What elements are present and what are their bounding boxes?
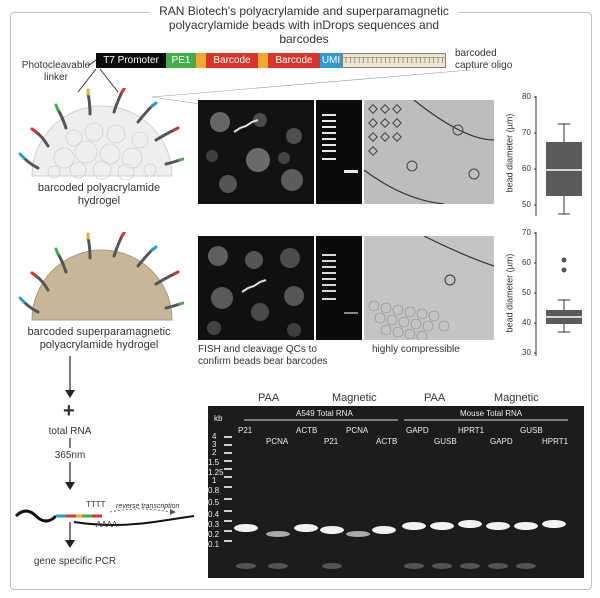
gel-header-magnetic-1: Magnetic [332,392,377,404]
pa-bead-caption: barcoded polyacrylamide hydrogel [37,182,161,207]
umi-segment: UMI [320,53,342,68]
cleavage-gel-top [316,100,362,204]
uv-365nm-label: 365nm [54,450,86,461]
polya-label: AAAA [96,520,118,529]
tick-label: 70 [522,128,531,137]
oligo-construct: T7 Promoter PE1 Barcode Barcode UMI TTTT… [96,53,446,68]
pcr-gel-image: A549 Total RNA Mouse Total RNA kb 4 3 2 … [208,406,584,578]
lane-label-pcna: PCNA [346,426,369,435]
ladder-label: 4 [212,432,217,441]
photocleavable-linker-label: Photocleavable linker [21,60,91,83]
ladder-label: 1 [212,476,217,485]
gel-header-paa-1: PAA [258,392,280,404]
ladder-label: 3 [212,440,217,449]
magnetic-bead-caption: barcoded superparamagnetic polyacrylamid… [27,326,171,351]
gel-kb-label: kb [214,414,223,423]
tick-label: 60 [522,258,531,267]
cleavage-gel-bottom [316,236,362,340]
rt-label: reverse transcription [116,503,180,510]
lane-label-actb: ACTB [376,437,398,446]
tick-label: 60 [522,164,531,173]
gel-group-left-label: A549 Total RNA [296,409,353,418]
boxplot-top-ylabel: bead diameter (µm) [504,113,515,193]
ladder-label: 0.1 [208,540,220,549]
boxplot-bottom-ylabel: bead diameter (µm) [504,253,515,333]
fish-image-top [198,100,314,204]
pe1-segment: PE1 [166,53,196,68]
lane-label-gusb: GUSB [520,426,543,435]
lane-label-pcna: PCNA [266,437,289,446]
polyt-label: TTTT [86,500,106,509]
fish-image-bottom [198,236,314,340]
lane-label-gusb: GUSB [434,437,457,446]
tick-label: 50 [522,200,531,209]
lane-label-p21: P21 [238,426,253,435]
lane-label-gapd: GAPD [406,426,429,435]
magnetic-bead-illustration [18,232,184,321]
tick-label: 30 [522,348,531,357]
barcode-segment-2: Barcode [268,53,320,68]
ladder-label: 1.5 [208,458,220,467]
ladder-label: 0.5 [208,498,220,507]
ladder-label: 0.8 [208,486,220,495]
barcode-segment-1: Barcode [206,53,258,68]
lane-label-actb: ACTB [296,426,318,435]
tick-label: 50 [522,288,531,297]
tick-label: 70 [522,228,531,237]
ladder-label: 1.25 [208,468,224,477]
fish-caption: FISH and cleavage QCs to confirm beads b… [198,344,328,367]
lane-label-hprt1: HPRT1 [458,426,485,435]
plus-sign: + [63,400,75,422]
gel-group-right-label: Mouse Total RNA [460,409,523,418]
gel-header-magnetic-2: Magnetic [494,392,539,404]
capture-oligo-label: barcoded capture oligo [455,48,513,71]
lane-label-hprt1: HPRT1 [542,437,569,446]
ladder-label: 0.3 [208,520,220,529]
ladder-label: 0.4 [208,510,220,519]
total-rna-label: total RNA [48,426,92,437]
tick-label: 40 [522,318,531,327]
spacer-segment [258,53,268,68]
t7-promoter-segment: T7 Promoter [96,53,166,68]
spacer-segment [196,53,206,68]
ladder-label: 2 [212,448,217,457]
gel-header-paa-2: PAA [424,392,446,404]
tick-label: 80 [522,92,531,101]
polyt-segment: TTTTTTTTTTTTTTTTTTTTTTTTT [342,53,446,68]
workflow-arrows [65,356,75,548]
boxplot-top: bead diameter (µm) 80 70 60 50 [500,90,590,220]
figure-title: RAN Biotech's polyacrylamide and superpa… [150,4,458,46]
pcr-label: gene specific PCR [33,556,117,567]
lane-label-gapd: GAPD [490,437,513,446]
compressible-caption: highly compressible [372,344,460,355]
compression-image-top [363,99,495,205]
ladder-label: 0.2 [208,530,220,539]
lane-label-p21: P21 [324,437,339,446]
compression-image-bottom [364,235,495,342]
pa-bead-illustration [18,88,184,180]
rt-product-illustration [14,508,195,526]
boxplot-bottom: bead diameter (µm) 70 60 50 40 30 [500,226,590,362]
